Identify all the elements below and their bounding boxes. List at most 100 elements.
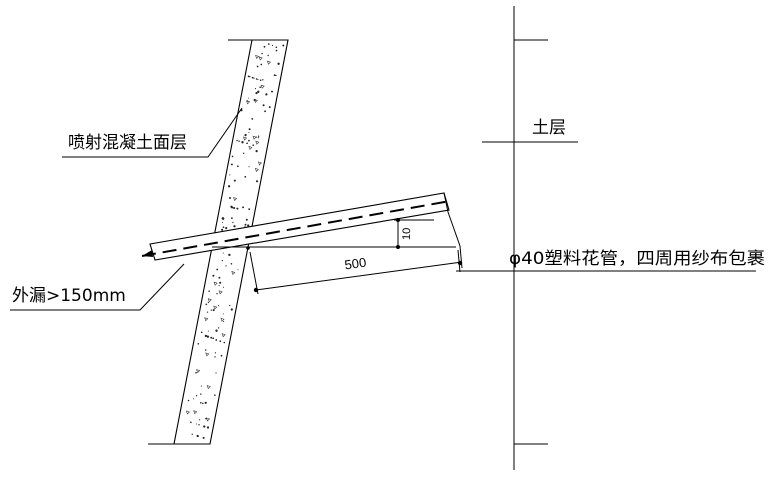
hatch-dot	[264, 110, 266, 113]
hatch-dot	[245, 218, 248, 221]
hatch-dot	[267, 54, 269, 57]
hatch-dot	[248, 128, 251, 131]
hatch-dot	[222, 313, 224, 315]
hatch-aggregate	[213, 281, 218, 286]
hatch-dot	[215, 339, 218, 341]
hatch-aggregate	[196, 369, 201, 374]
hatch-aggregate	[266, 60, 271, 65]
hatch-dot	[253, 77, 255, 79]
hatch-dot	[204, 334, 208, 338]
hatch-dot	[262, 79, 264, 81]
hatch-dot	[216, 268, 219, 271]
dimension-500: 500	[344, 255, 368, 273]
hatch-dot	[248, 166, 250, 168]
hatch-dot	[261, 52, 263, 55]
leader-lines	[10, 107, 756, 311]
hatch-dot	[212, 274, 215, 277]
hatch-dot	[232, 221, 234, 224]
hatch-dot	[221, 221, 224, 223]
hatch-dot	[231, 217, 233, 219]
hatch-dot	[204, 349, 207, 351]
hatch-dot	[259, 79, 262, 81]
hatch-dot	[242, 206, 245, 209]
hatch-dot	[195, 395, 198, 397]
hatch-dot	[249, 76, 251, 78]
hatch-dot	[259, 86, 261, 88]
hatch-dot	[254, 88, 257, 90]
hatch-dot	[219, 340, 222, 343]
hatch-dot	[236, 207, 239, 210]
hatch-dot	[275, 46, 278, 49]
hatch-dot	[255, 92, 258, 95]
hatch-dot	[210, 309, 212, 311]
hatch-dot	[233, 179, 236, 182]
outer-leak-label: 外漏>150mm	[12, 286, 126, 306]
shotcrete-layer-label: 喷射混凝土面层	[68, 133, 187, 153]
hatch-dot	[248, 131, 250, 133]
hatch-dot	[207, 330, 209, 332]
hatch-dot	[187, 399, 190, 402]
hatch-aggregate	[255, 54, 260, 59]
hatch-dot	[228, 253, 231, 257]
hatch-aggregate	[254, 167, 259, 172]
hatch-dot	[257, 135, 260, 137]
hatch-dot	[214, 356, 216, 358]
hatch-aggregate	[206, 385, 211, 390]
hatch-dot	[275, 49, 278, 52]
pipe-spec-label: φ40塑料花管，四周用纱布包裹	[509, 249, 765, 269]
hatch-dot	[241, 141, 244, 144]
hatch-aggregate	[257, 161, 262, 166]
hatch-dot	[236, 139, 238, 142]
hatch-dot	[260, 63, 263, 66]
hatch-dot	[210, 336, 213, 339]
hatch-dot	[257, 78, 259, 80]
hatch-dot	[195, 372, 197, 374]
hatch-aggregate	[204, 317, 209, 322]
hatch-dot	[200, 402, 202, 404]
hatch-dot	[202, 402, 204, 405]
hatch-dot	[219, 281, 222, 284]
hatch-dot	[231, 206, 234, 209]
hatch-dot	[230, 163, 233, 166]
hatch-dot	[230, 263, 233, 265]
hatch-dot	[191, 433, 193, 435]
hatch-dot	[218, 276, 221, 279]
hatch-dot	[193, 398, 195, 400]
hatch-dot	[248, 97, 250, 99]
hatch-dot	[223, 320, 225, 323]
hatch-dot	[229, 197, 231, 199]
hatch-dot	[255, 150, 258, 153]
hatch-dot	[215, 372, 217, 374]
hatch-dot	[244, 225, 246, 227]
soil-layer-label: 土层	[532, 118, 566, 138]
hatch-dot	[255, 78, 258, 80]
hatch-dot	[225, 227, 228, 230]
hatch-aggregate	[218, 290, 223, 295]
hatch-dot	[212, 309, 215, 312]
drainage-pipe	[141, 192, 463, 269]
hatch-dot	[220, 354, 223, 357]
hatch-dot	[195, 423, 197, 425]
soil-boundary	[513, 6, 548, 470]
hatch-aggregate	[231, 270, 236, 276]
hatch-dot	[263, 45, 266, 48]
hatch-dot	[199, 419, 201, 421]
hatch-dot	[275, 74, 277, 77]
hatch-dot	[273, 74, 276, 77]
hatch-dot	[271, 44, 274, 47]
hatch-aggregate	[258, 56, 263, 61]
hatch-dot	[237, 165, 239, 168]
hatch-aggregate	[260, 84, 265, 89]
concrete-hatch	[185, 43, 285, 439]
hatch-dot	[203, 425, 206, 428]
hatch-dot	[271, 90, 273, 93]
hatch-dot	[214, 352, 217, 354]
hatch-dot	[257, 137, 259, 139]
hatch-dot	[216, 292, 218, 295]
hatch-dot	[222, 252, 224, 254]
hatch-aggregate	[243, 136, 248, 141]
hatch-dot	[217, 327, 220, 329]
hatch-dot	[197, 343, 200, 345]
hatch-dot	[238, 140, 240, 142]
